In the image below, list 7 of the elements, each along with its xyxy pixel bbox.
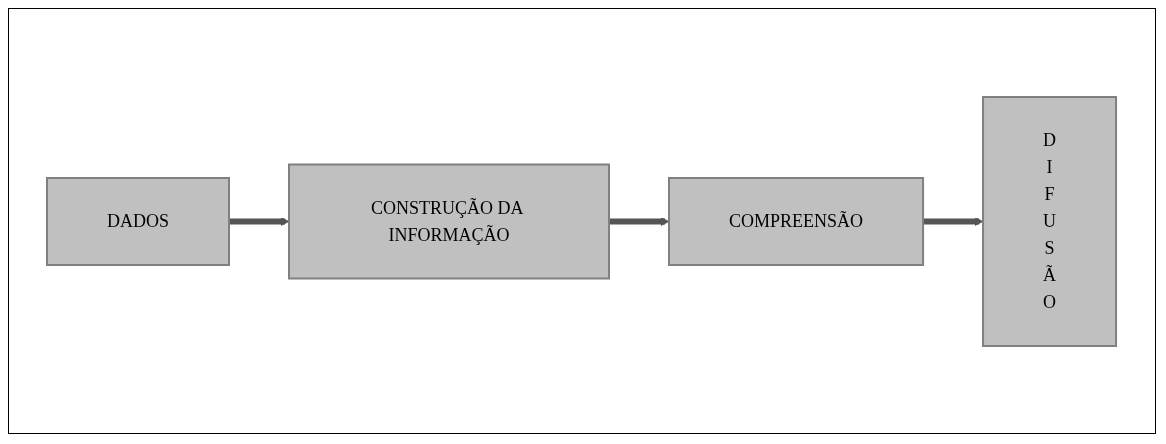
arrow xyxy=(229,216,290,226)
arrow xyxy=(923,216,984,226)
node-box: DADOS xyxy=(46,176,231,266)
node-box: D I F U S Ã O xyxy=(982,95,1118,347)
arrow xyxy=(609,216,670,226)
node-box: COMPREENSÃO xyxy=(668,176,925,266)
node-box: CONSTRUÇÃO DA INFORMAÇÃO xyxy=(288,163,611,279)
